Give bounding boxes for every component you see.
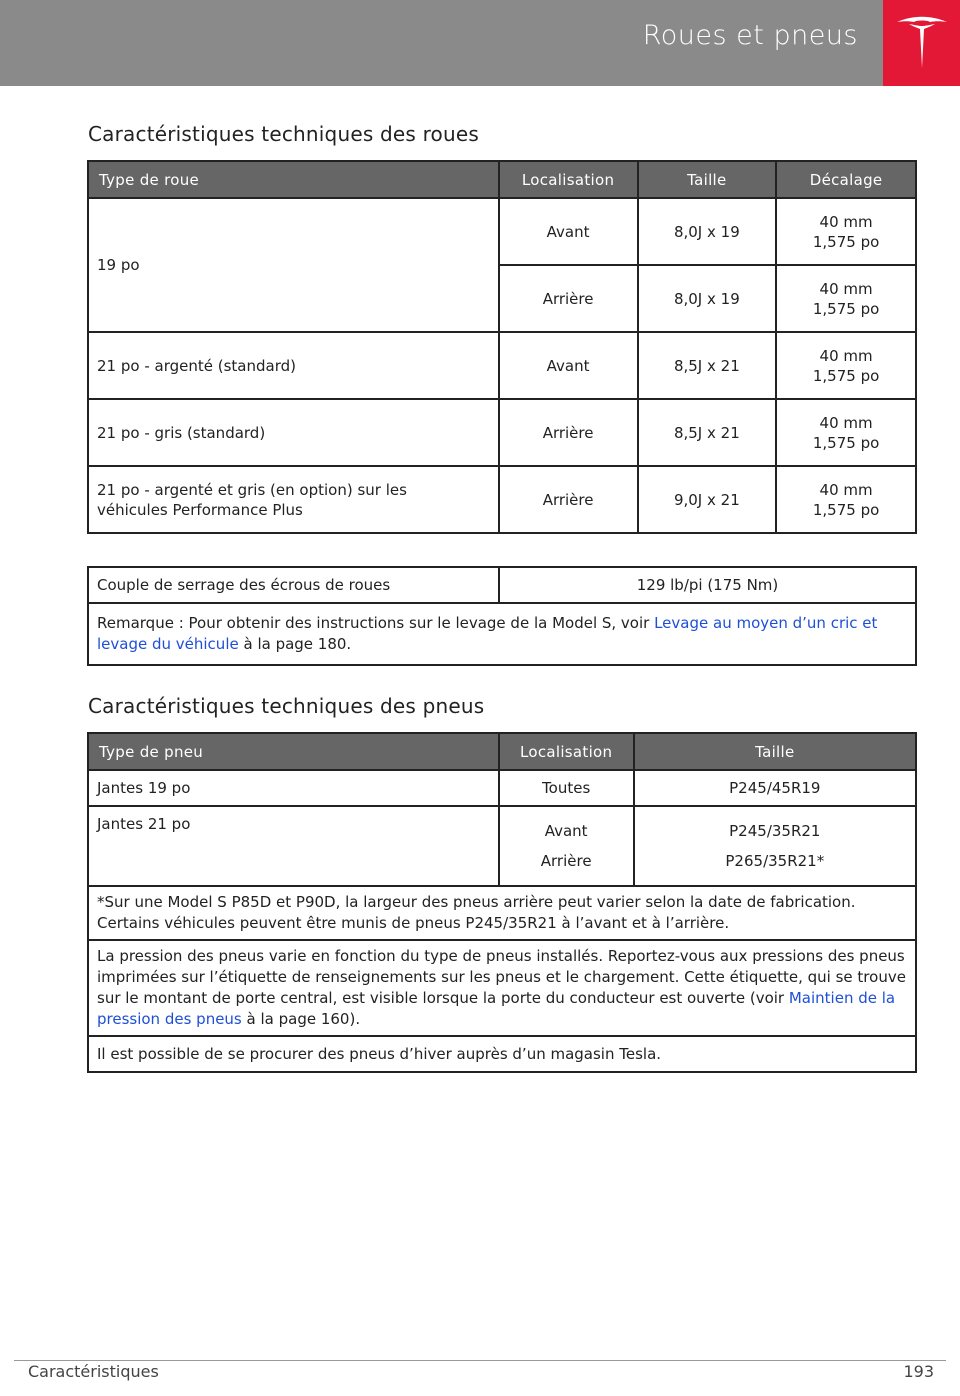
- size-cell: P245/45R19: [632, 769, 918, 807]
- size-cell: 8,5J x 21: [636, 331, 778, 400]
- column-header: Décalage: [775, 160, 917, 199]
- tires-section-title: Caractéristiques techniques des pneus: [88, 694, 485, 718]
- note-text: à la page 160).: [241, 1010, 361, 1028]
- wheel-type-cell: 21 po - argenté (standard): [87, 331, 500, 400]
- offset-cell: 40 mm 1,575 po: [775, 398, 917, 467]
- size-line: P245/35R21: [729, 822, 821, 840]
- size-line: P265/35R21*: [725, 852, 825, 870]
- offset-in: 1,575 po: [812, 366, 880, 385]
- footer-divider: [14, 1360, 946, 1361]
- table-row: 21 po - argenté et gris (en option) sur …: [87, 465, 917, 534]
- torque-value-cell: 129 lb/pi (175 Nm): [498, 566, 917, 604]
- table-header-row: Type de pneu Localisation Taille: [87, 732, 918, 771]
- offset-cell: 40 mm 1,575 po: [775, 264, 917, 333]
- tire-pressure-note: La pression des pneus varie en fonction …: [87, 939, 917, 1037]
- offset-mm: 40 mm: [819, 346, 873, 365]
- tire-type-cell: Jantes 19 po: [87, 769, 500, 807]
- pressure-link[interactable]: Maintien de la pression des pneus: [97, 989, 896, 1028]
- wheels-section-title: Caractéristiques techniques des roues: [88, 122, 479, 146]
- note-text: La pression des pneus varie en fonction …: [97, 947, 906, 1007]
- offset-cell: 40 mm 1,575 po: [775, 331, 917, 400]
- wheel-type-cell: 19 po: [87, 197, 500, 333]
- note-text: Remarque : Pour obtenir des instructions…: [97, 614, 655, 632]
- wheel-type-line: 21 po - argenté et gris (en option) sur …: [97, 480, 407, 499]
- offset-mm: 40 mm: [819, 212, 873, 231]
- offset-mm: 40 mm: [819, 279, 873, 298]
- table-row: *Sur une Model S P85D et P90D, la largeu…: [87, 885, 917, 941]
- location-line: Avant: [544, 822, 588, 840]
- table-row: 19 po Avant 8,0J x 19 40 mm 1,575 po: [87, 197, 917, 333]
- table-row: Il est possible de se procurer des pneus…: [87, 1035, 917, 1073]
- location-cell: Avant Arrière: [497, 805, 635, 887]
- page-header: Roues et pneus: [0, 0, 960, 86]
- size-cell: 8,0J x 19: [636, 197, 778, 266]
- lifting-note-cell: Remarque : Pour obtenir des instructions…: [87, 602, 917, 666]
- footer-section: Caractéristiques: [28, 1362, 159, 1381]
- column-header: Localisation: [497, 160, 639, 199]
- chapter-title: Roues et pneus: [642, 20, 858, 51]
- offset-mm: 40 mm: [819, 413, 873, 432]
- table-row: Arrière 8,0J x 19 40 mm 1,575 po: [88, 264, 917, 333]
- table-row: Couple de serrage des écrous de roues 12…: [86, 566, 917, 604]
- table-row: Remarque : Pour obtenir des instructions…: [87, 602, 917, 666]
- table-header-row: Type de roue Localisation Taille Décalag…: [87, 160, 917, 199]
- table-row: 21 po - gris (standard) Arrière 8,5J x 2…: [87, 398, 917, 467]
- tires-table: Type de pneu Localisation Taille Jantes …: [87, 732, 918, 1073]
- column-header: Taille: [632, 732, 918, 771]
- location-cell: Arrière: [497, 465, 639, 534]
- size-cell: P245/35R21 P265/35R21*: [632, 805, 918, 887]
- location-cell: Arrière: [497, 398, 639, 467]
- size-cell: 8,0J x 19: [636, 264, 778, 333]
- winter-tires-note: Il est possible de se procurer des pneus…: [87, 1035, 917, 1073]
- location-line: Arrière: [540, 852, 592, 870]
- location-cell: Avant: [497, 197, 639, 266]
- note-text: à la page 180.: [238, 635, 352, 653]
- offset-in: 1,575 po: [812, 500, 880, 519]
- brand-logo-block: [883, 0, 960, 86]
- wheels-table: Type de roue Localisation Taille Décalag…: [87, 160, 917, 534]
- table-row: La pression des pneus varie en fonction …: [87, 939, 917, 1037]
- torque-label-cell: Couple de serrage des écrous de roues: [86, 566, 501, 604]
- location-cell: Arrière: [497, 264, 639, 333]
- tire-width-note: *Sur une Model S P85D et P90D, la largeu…: [87, 885, 917, 941]
- offset-cell: 40 mm 1,575 po: [775, 465, 917, 534]
- offset-in: 1,575 po: [812, 232, 880, 251]
- size-cell: 9,0J x 21: [636, 465, 778, 534]
- torque-table: Couple de serrage des écrous de roues 12…: [86, 566, 917, 666]
- offset-mm: 40 mm: [819, 480, 873, 499]
- table-row: Jantes 19 po Toutes P245/45R19: [87, 769, 918, 807]
- tire-type-cell: Jantes 21 po: [87, 805, 500, 887]
- column-header: Localisation: [497, 732, 635, 771]
- wheel-type-line: véhicules Performance Plus: [97, 500, 303, 519]
- offset-in: 1,575 po: [812, 433, 880, 452]
- page-number: 193: [903, 1362, 934, 1381]
- offset-cell: 40 mm 1,575 po: [775, 197, 917, 266]
- column-header: Type de roue: [87, 160, 500, 199]
- column-header: Taille: [636, 160, 778, 199]
- column-header: Type de pneu: [87, 732, 500, 771]
- table-row: 21 po - argenté (standard) Avant 8,5J x …: [87, 331, 917, 400]
- wheel-type-cell: 21 po - gris (standard): [87, 398, 500, 467]
- location-cell: Toutes: [497, 769, 635, 807]
- size-cell: 8,5J x 21: [636, 398, 778, 467]
- wheel-type-cell: 21 po - argenté et gris (en option) sur …: [87, 465, 500, 534]
- lifting-link[interactable]: Levage au moyen d’un cric et levage du v…: [97, 614, 878, 653]
- location-cell: Avant: [497, 331, 639, 400]
- table-row: Jantes 21 po Avant Arrière P245/35R21 P2…: [87, 805, 918, 887]
- tesla-logo-icon: [896, 16, 947, 68]
- offset-in: 1,575 po: [812, 299, 880, 318]
